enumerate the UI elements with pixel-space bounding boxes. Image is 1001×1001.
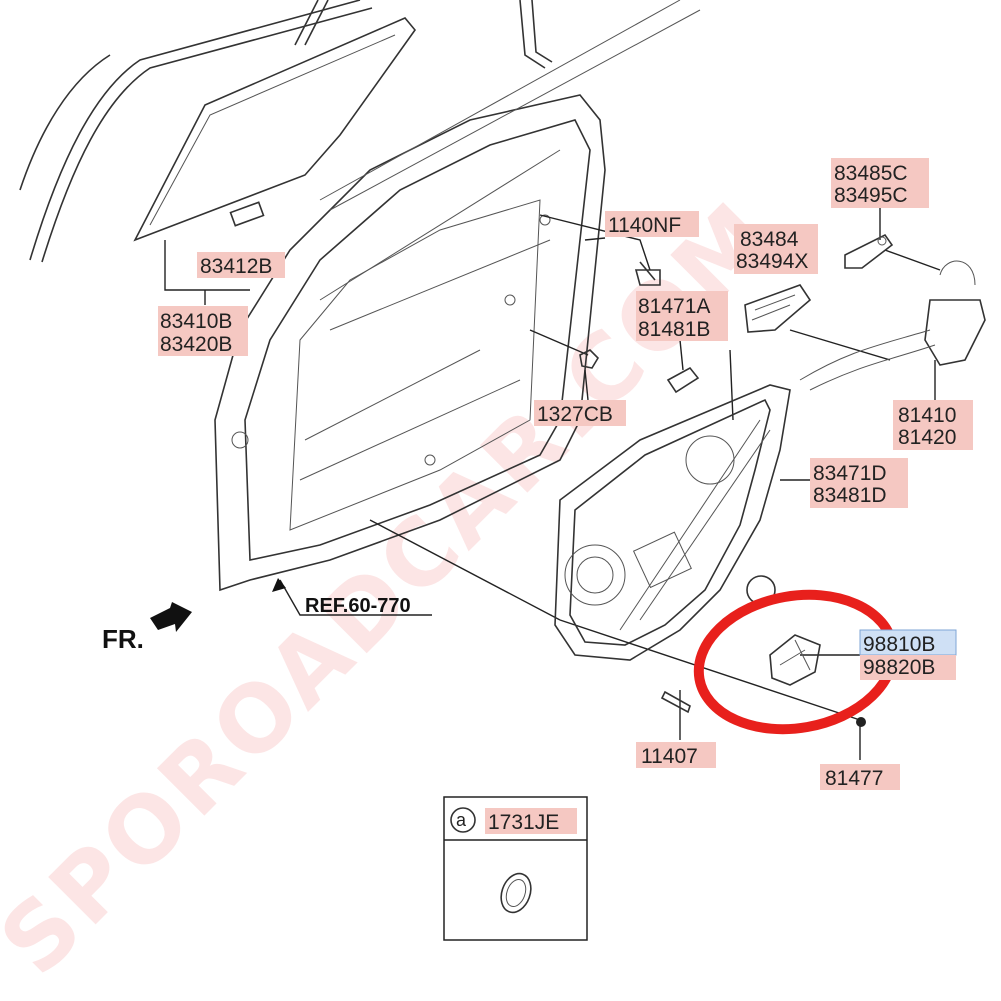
svg-text:83485C: 83485C <box>834 162 908 185</box>
front-arrow-icon <box>150 602 192 632</box>
svg-text:81471A: 81471A <box>638 295 710 318</box>
bracket-part <box>744 284 812 333</box>
svg-text:11407: 11407 <box>641 745 698 768</box>
svg-text:83471D: 83471D <box>813 462 887 485</box>
label-screw: 81477 <box>820 764 900 790</box>
latch-part <box>799 260 986 391</box>
detail-box: a 1731JE <box>443 796 588 941</box>
label-glass-channel: 83412B <box>197 252 285 278</box>
screw-part <box>856 717 866 727</box>
reference-label: REF.60-770 <box>305 595 411 617</box>
label-clip-pair: 81471A 81481B <box>636 291 728 341</box>
front-direction-indicator: FR. <box>102 602 192 654</box>
grommet-ring-icon <box>500 872 532 914</box>
svg-text:98810B: 98810B <box>863 633 935 656</box>
grommet-ring-inner <box>505 878 527 908</box>
svg-text:83494X: 83494X <box>736 250 808 273</box>
svg-text:98820B: 98820B <box>863 656 935 679</box>
label-bracket-pair: 83484 83494X <box>734 224 818 274</box>
svg-text:81477: 81477 <box>825 767 883 790</box>
reference-callout: REF.60-770 <box>272 578 411 617</box>
label-hinge-pair: 83485C 83495C <box>831 158 929 208</box>
label-motor-pair: 98810B 98820B <box>859 629 957 680</box>
svg-text:1327CB: 1327CB <box>537 403 613 426</box>
detail-marker-label: a <box>456 810 467 830</box>
detail-part-label: 1731JE <box>488 811 559 834</box>
label-bolt-bottom: 11407 <box>636 742 716 768</box>
label-nut: 1327CB <box>534 400 626 426</box>
label-glass-pair: 83410B 83420B <box>158 306 248 356</box>
svg-text:83412B: 83412B <box>200 255 272 278</box>
svg-text:81420: 81420 <box>898 426 956 449</box>
window-glass <box>133 17 417 242</box>
clip-part <box>666 366 700 394</box>
svg-text:81481B: 81481B <box>638 318 710 341</box>
front-label: FR. <box>102 624 144 654</box>
leader-lines <box>164 200 941 760</box>
hinge-part <box>844 233 894 269</box>
svg-text:81410: 81410 <box>898 404 956 427</box>
svg-text:83420B: 83420B <box>160 333 232 356</box>
detail-marker-icon <box>450 807 476 833</box>
nut-part <box>579 349 600 369</box>
label-bolt-top: 1140NF <box>605 211 699 237</box>
svg-text:83410B: 83410B <box>160 310 232 333</box>
reference-arrow-icon <box>272 578 286 592</box>
regulator-module <box>554 384 791 661</box>
label-latch-pair: 81410 81420 <box>893 400 973 450</box>
motor-part <box>769 634 821 686</box>
glass-run-channel <box>19 0 553 263</box>
door-inner-panel <box>214 0 701 592</box>
svg-text:1140NF: 1140NF <box>608 214 681 237</box>
label-regulator-pair: 83471D 83481D <box>810 458 908 508</box>
svg-text:83481D: 83481D <box>813 484 887 507</box>
svg-text:83495C: 83495C <box>834 184 908 207</box>
bolt-bottom-part <box>660 690 691 714</box>
bolt-top-part <box>634 261 661 286</box>
svg-text:83484: 83484 <box>740 228 799 251</box>
